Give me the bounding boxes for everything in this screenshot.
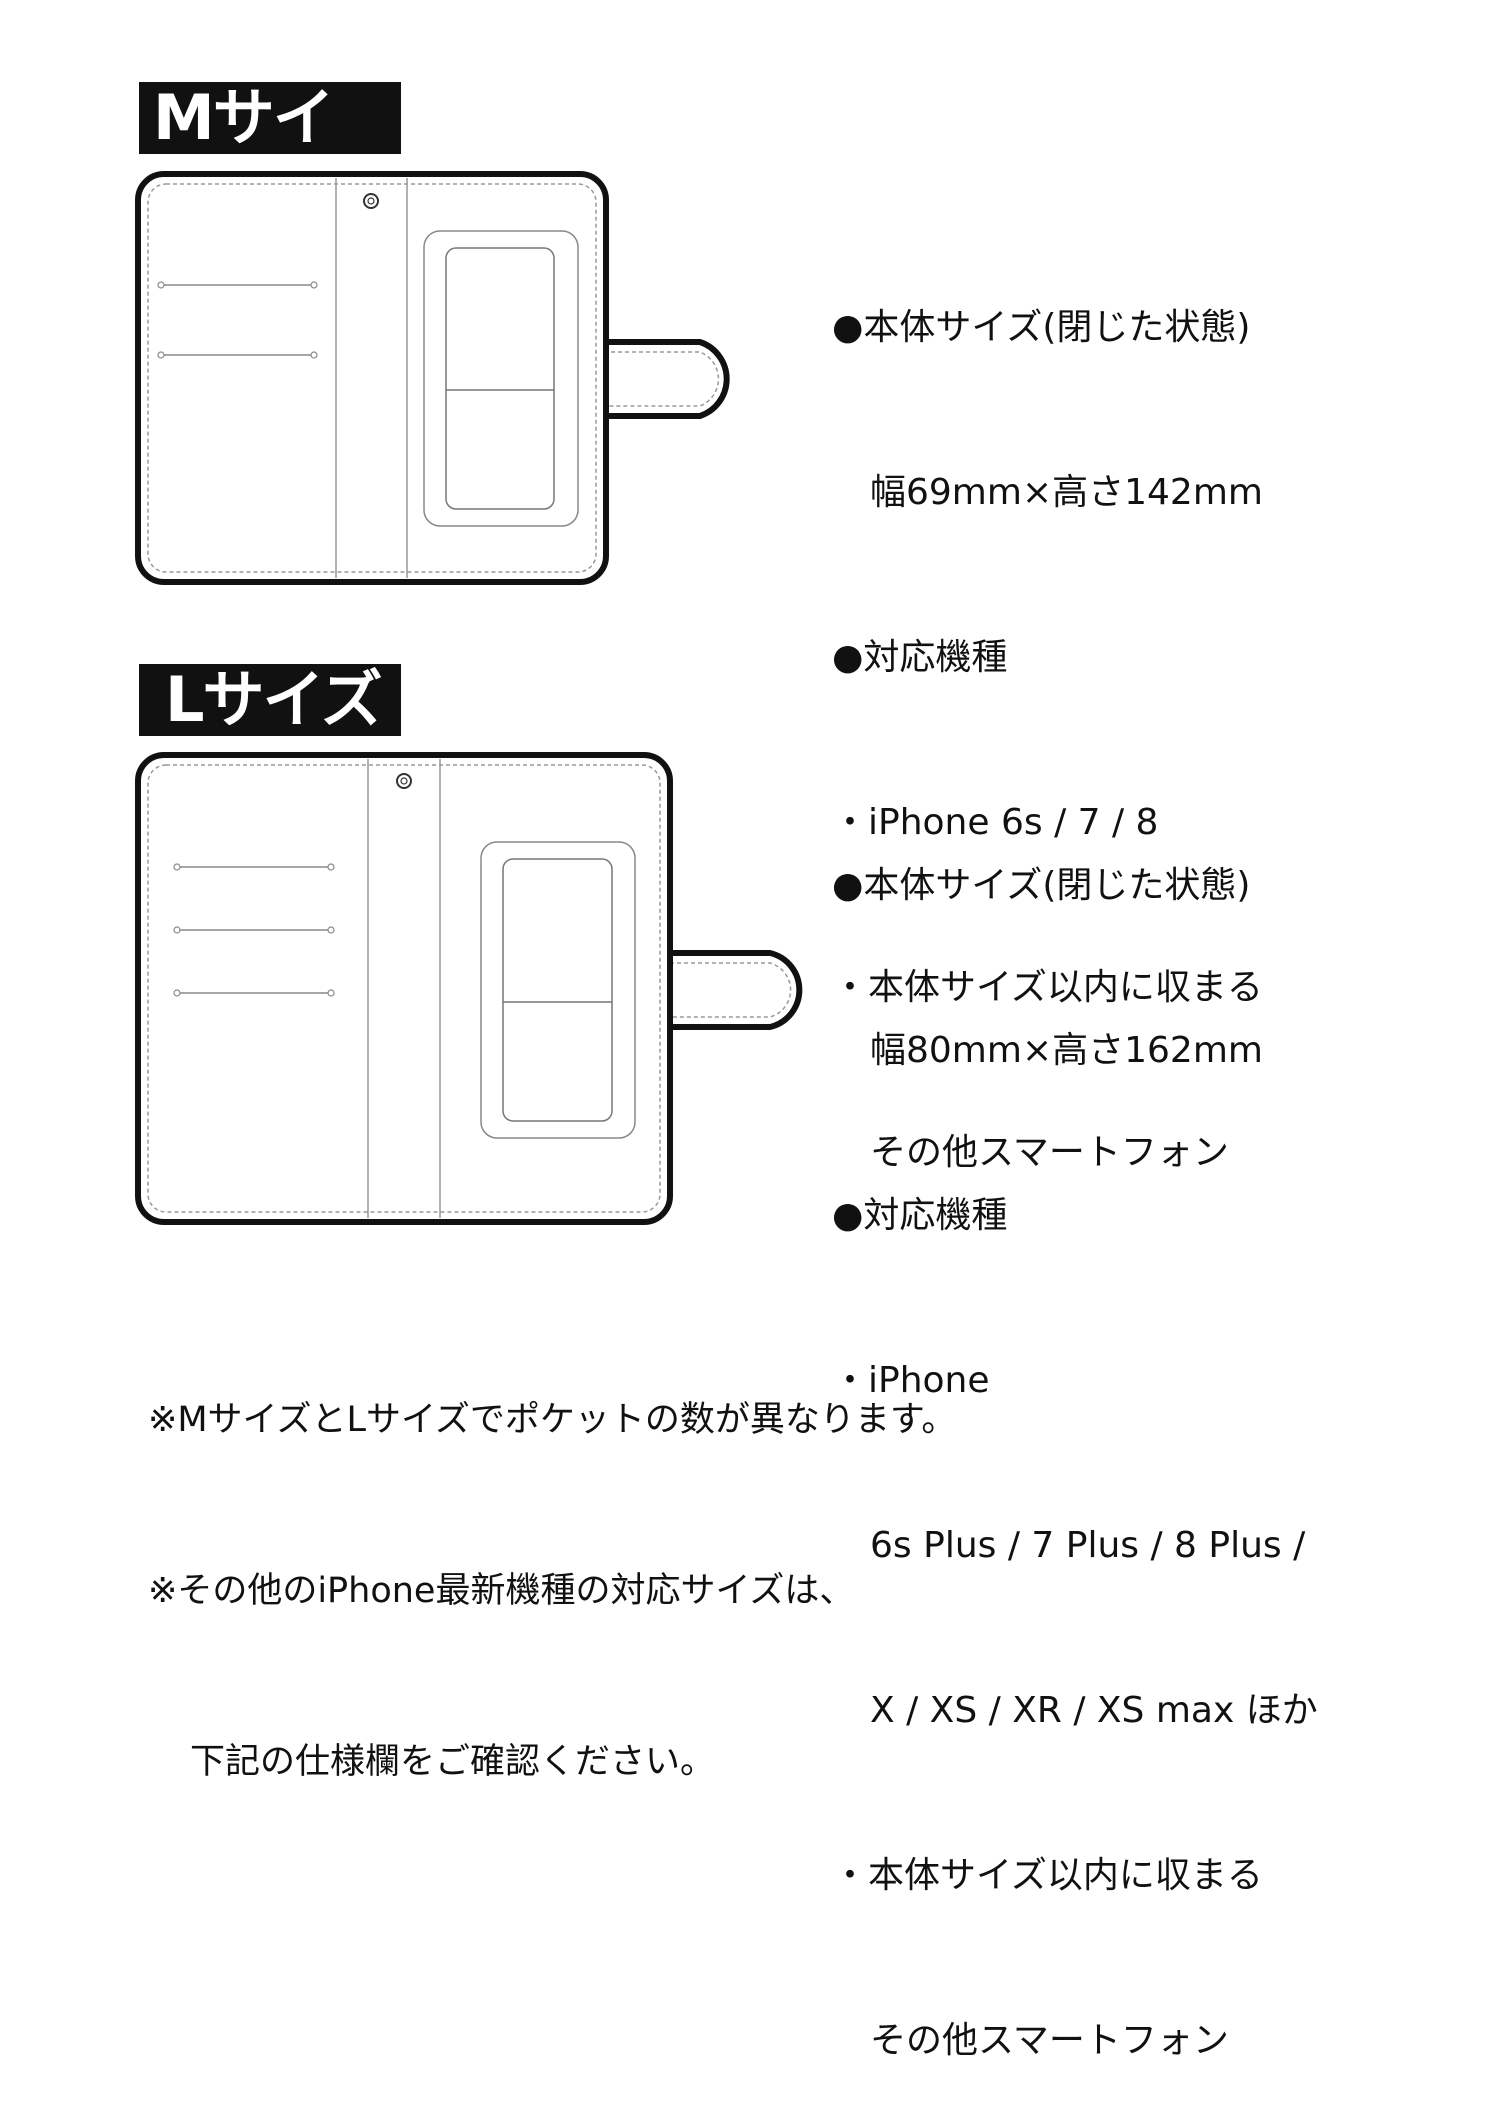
l-case-strap [663,950,803,1030]
l-size-badge: Lサイズ [139,664,401,736]
l-card-slot [173,926,335,934]
spec-compatible-other: ・本体サイズ以内に収まる [832,1855,1263,1896]
spec-compatible-model: ・iPhone 6s / 7 / 8 [832,802,1159,843]
spec-compatible-other-cont: その他スマートフォン [870,1132,1229,1173]
spec-dimensions: 幅80mm×高さ162mm [870,1030,1263,1071]
spec-compatible-model: ・iPhone [832,1360,990,1401]
l-card-slot [173,863,335,871]
spec-compatible-other: ・本体サイズ以内に収まる [832,967,1263,1008]
m-card-slot [157,351,318,359]
l-case-diagram [135,752,803,1225]
l-card-slot [173,989,335,997]
m-case-diagram [135,171,730,585]
spec-dimensions: 幅69mm×高さ142mm [870,472,1263,513]
spec-heading-body-size: ●本体サイズ(閉じた状態) [832,865,1251,906]
m-strap-eyelet [363,193,379,209]
m-card-slot [157,281,318,289]
spec-heading-compatible: ●対応機種 [832,637,1008,678]
case-diagrams [135,171,803,1225]
m-case-strap [597,339,730,419]
note-pocket-difference: ※MサイズとLサイズでポケットの数が異なります。 [148,1400,957,1440]
note-latest-models: ※その他のiPhone最新機種の対応サイズは、 [148,1571,855,1611]
spec-heading-body-size: ●本体サイズ(閉じた状態) [832,307,1251,348]
l-strap-eyelet [396,773,412,789]
m-size-specs: ●本体サイズ(閉じた状態) 幅69mm×高さ142mm ●対応機種 ・iPhon… [832,190,1263,1235]
footnotes: ※MサイズとLサイズでポケットの数が異なります。 ※その他のiPhone最新機種… [148,1278,956,1848]
m-size-badge: Mサイズ [139,82,401,226]
spec-heading-compatible: ●対応機種 [832,1195,1008,1236]
note-latest-models-cont: 下記の仕様欄をご確認ください。 [190,1742,716,1782]
spec-compatible-other-cont: その他スマートフォン [870,2020,1229,2061]
